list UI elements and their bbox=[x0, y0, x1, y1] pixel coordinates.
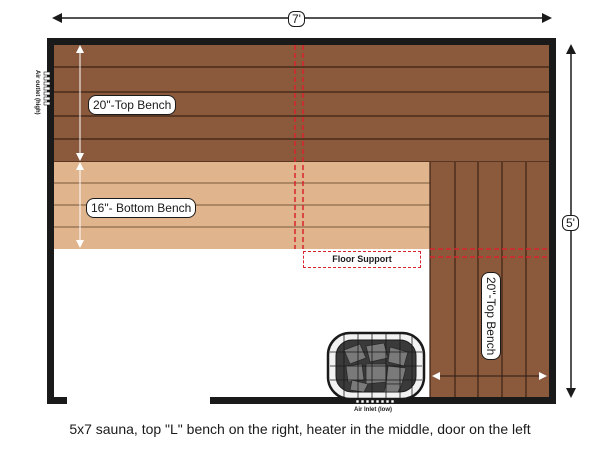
diagram-caption: 5x7 sauna, top "L" bench on the right, h… bbox=[69, 421, 531, 437]
top-bench-label: 20"-Top Bench bbox=[88, 95, 177, 115]
height-dimension-label: 5' bbox=[562, 215, 579, 231]
width-dimension-label: 7' bbox=[288, 11, 305, 27]
bench-depth-marker bbox=[76, 45, 84, 248]
floor-support-lines bbox=[294, 45, 549, 258]
air-outlet-label: Air outlet (high) bbox=[34, 70, 40, 115]
floor-support-label: Floor Support bbox=[303, 251, 421, 268]
heater-icon bbox=[326, 331, 426, 401]
bottom-bench-label: 16"- Bottom Bench bbox=[86, 198, 197, 218]
right-bench-label: 20"-Top Bench bbox=[481, 272, 501, 361]
air-outlet-vent bbox=[43, 71, 51, 106]
air-inlet-label: Air Inlet (low) bbox=[354, 407, 392, 413]
